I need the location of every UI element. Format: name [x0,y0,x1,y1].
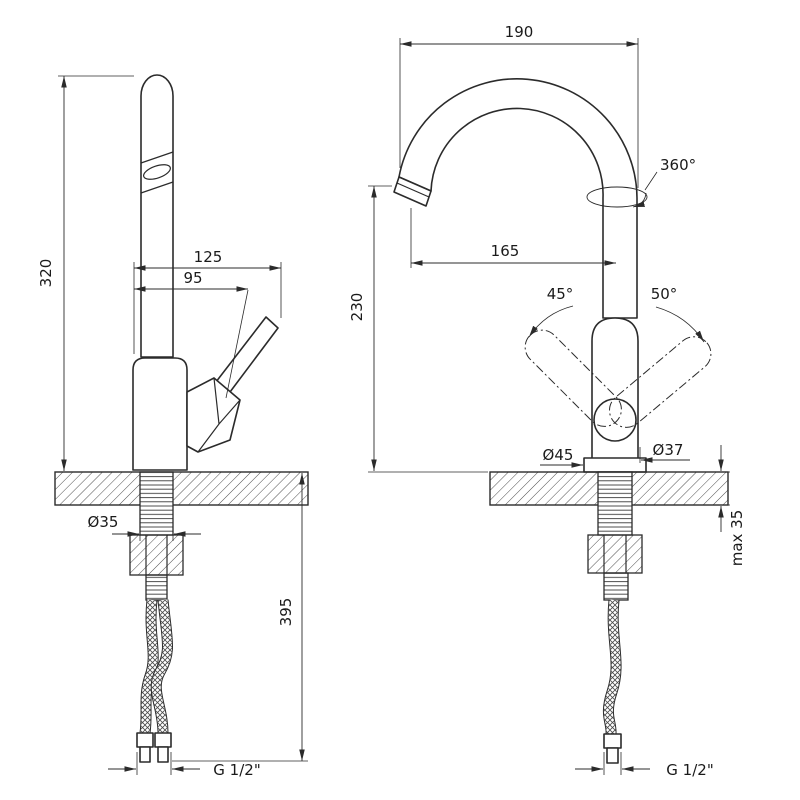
rotation-ellipse [586,186,648,208]
dim-spout-height-label: 230 [348,293,366,322]
dim-spout-reach-label: 125 [194,248,223,266]
thread-label-right: G 1/2" [666,761,713,779]
handle-pivot-circle [593,398,637,442]
mounting-nut-left [129,534,184,576]
swivel-label: 360° [660,156,696,174]
dia-shank-label: Ø35 [88,513,119,531]
thread-label-left: G 1/2" [213,761,260,779]
aerator-side [143,164,171,180]
dia-body-label: Ø37 [653,441,684,459]
handle-body [591,317,639,471]
hose-fitting [603,733,622,749]
dim-height-label: 320 [37,259,55,288]
aerator-tip [393,176,432,207]
dim-spout-reach-label: 165 [491,242,520,260]
hose-fitting [136,732,154,748]
dim-width-label: 190 [505,23,534,41]
left-view-dimensions: 320 125 95 Ø35 395 G 1/2" [37,75,308,779]
right-view: 190 360° 165 230 45° 50° Ø45 Ø37 max 35 [348,23,746,779]
base-flange [583,457,647,473]
dim-under-counter-label: 395 [277,598,295,627]
handle-angle-right-label: 50° [651,285,678,303]
handle-angle-left-label: 45° [547,285,574,303]
supply-hose-right [602,599,622,764]
mounting-nut-right [587,534,643,574]
hose-fitting [154,732,172,748]
faucet-body [132,357,188,471]
left-view: 320 125 95 Ø35 395 G 1/2" [37,74,309,779]
counter-max-label: max 35 [728,510,746,567]
countertop-left [54,471,309,506]
supply-hoses-left [136,599,174,763]
mounting-shank-right [587,471,643,601]
dia-base-label: Ø45 [543,446,574,464]
spout-goose-neck [398,78,638,319]
dim-handle-reach-label: 95 [183,269,202,287]
spout-column [140,74,174,358]
mounting-shank-left [129,471,184,601]
right-view-dimensions: 190 360° 165 230 45° 50° Ø45 Ø37 max 35 [348,23,746,779]
handle-position-right [608,336,712,428]
